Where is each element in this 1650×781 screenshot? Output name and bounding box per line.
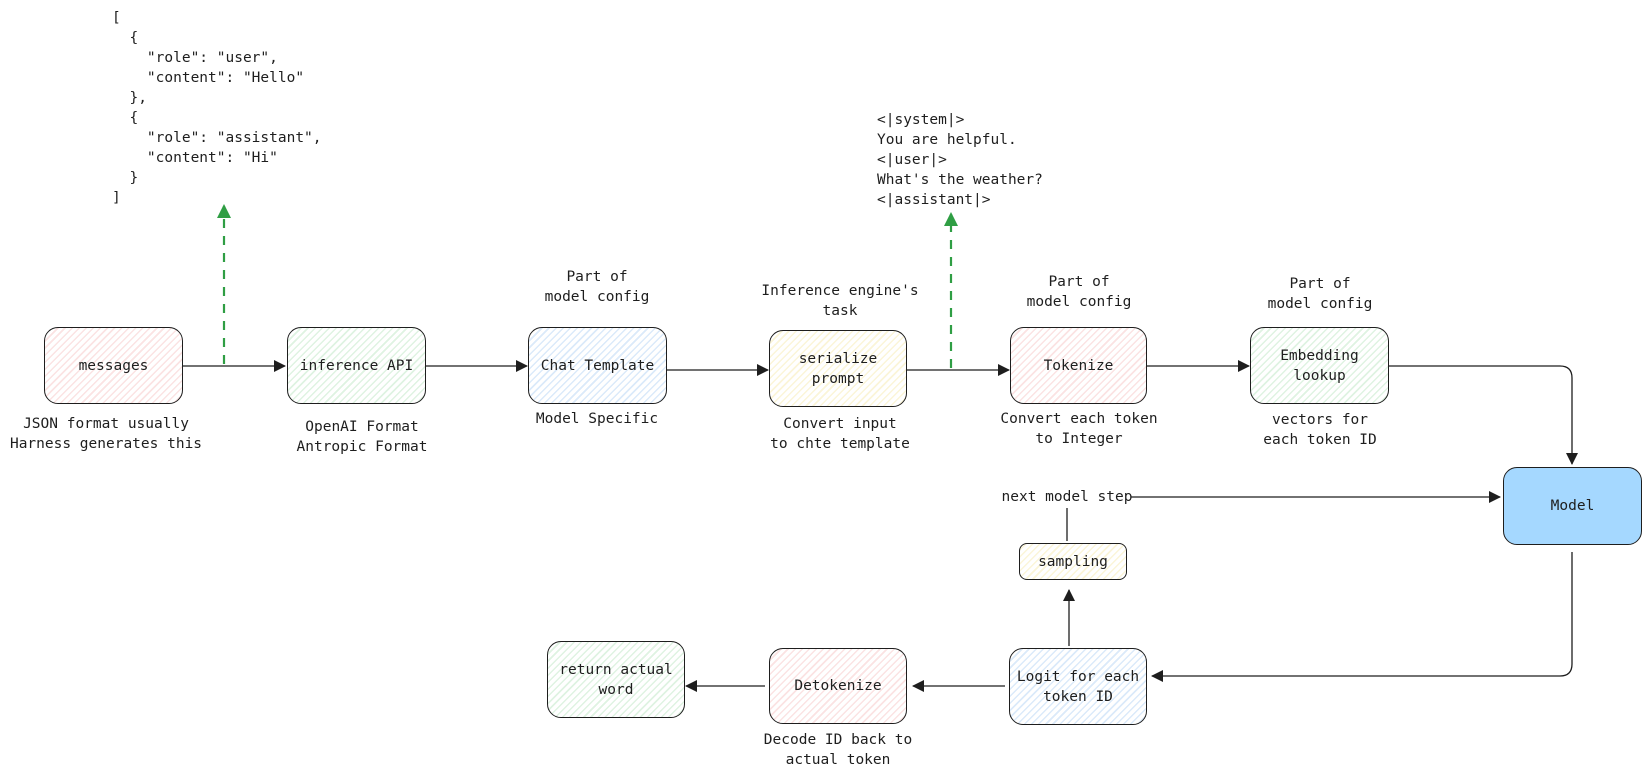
next-step-label: next model step — [1001, 489, 1133, 505]
embedding-top-note: Part of model config — [1267, 276, 1373, 312]
serialize-top-note: Inference engine's task — [761, 283, 919, 319]
tokenize-node[interactable]: Tokenize — [1010, 327, 1147, 404]
messages-note: JSON format usually Harness generates th… — [9, 416, 203, 452]
detokenize-node-label: Detokenize — [794, 678, 882, 694]
model-node[interactable]: Model — [1503, 467, 1642, 545]
model-node-label: Model — [1550, 498, 1595, 514]
embedding-lookup-node[interactable]: Embedding lookup — [1250, 327, 1389, 404]
json-messages-snippet: [ { "role": "user", "content": "Hello" }… — [112, 10, 322, 206]
inference-api-node-label: inference API — [299, 357, 414, 374]
return-word-node-label: return actual word — [559, 661, 673, 698]
chat-template-text-snippet: <|system|> You are helpful. <|user|> Wha… — [877, 112, 1043, 208]
embedding-lookup-node-label: Embedding lookup — [1280, 347, 1359, 384]
chat-template-node[interactable]: Chat Template — [528, 327, 667, 404]
tokenize-bottom-note: Convert each token to Integer — [1000, 411, 1158, 447]
arrow-model-to-logit — [1151, 552, 1573, 682]
sampling-node[interactable]: sampling — [1019, 543, 1127, 580]
logit-node[interactable]: Logit for each token ID — [1009, 648, 1147, 725]
api-note: OpenAI Format Antropic Format — [296, 419, 428, 455]
chat-template-bottom-note: Model Specific — [535, 411, 659, 427]
serialize-prompt-node[interactable]: serialize prompt — [769, 330, 907, 407]
detokenize-bottom-note: Decode ID back to actual token — [763, 732, 913, 768]
embedding-bottom-note: vectors for each token ID — [1263, 412, 1377, 448]
messages-node-label: messages — [78, 357, 149, 374]
sampling-node-label: sampling — [1038, 553, 1108, 570]
detokenize-node[interactable]: Detokenize — [769, 648, 907, 724]
chat-template-node-label: Chat Template — [540, 357, 655, 374]
tokenize-node-label: Tokenize — [1043, 357, 1114, 374]
return-word-node[interactable]: return actual word — [547, 641, 685, 718]
inference-api-node[interactable]: inference API — [287, 327, 426, 404]
chat-template-top-note: Part of model config — [544, 269, 650, 305]
tokenize-top-note: Part of model config — [1026, 274, 1132, 310]
serialize-prompt-node-label: serialize prompt — [798, 350, 878, 387]
serialize-bottom-note: Convert input to chte template — [770, 416, 910, 452]
messages-node[interactable]: messages — [44, 327, 183, 404]
logit-node-label: Logit for each token ID — [1016, 668, 1140, 705]
arrow-embedding-to-model — [1389, 365, 1578, 465]
